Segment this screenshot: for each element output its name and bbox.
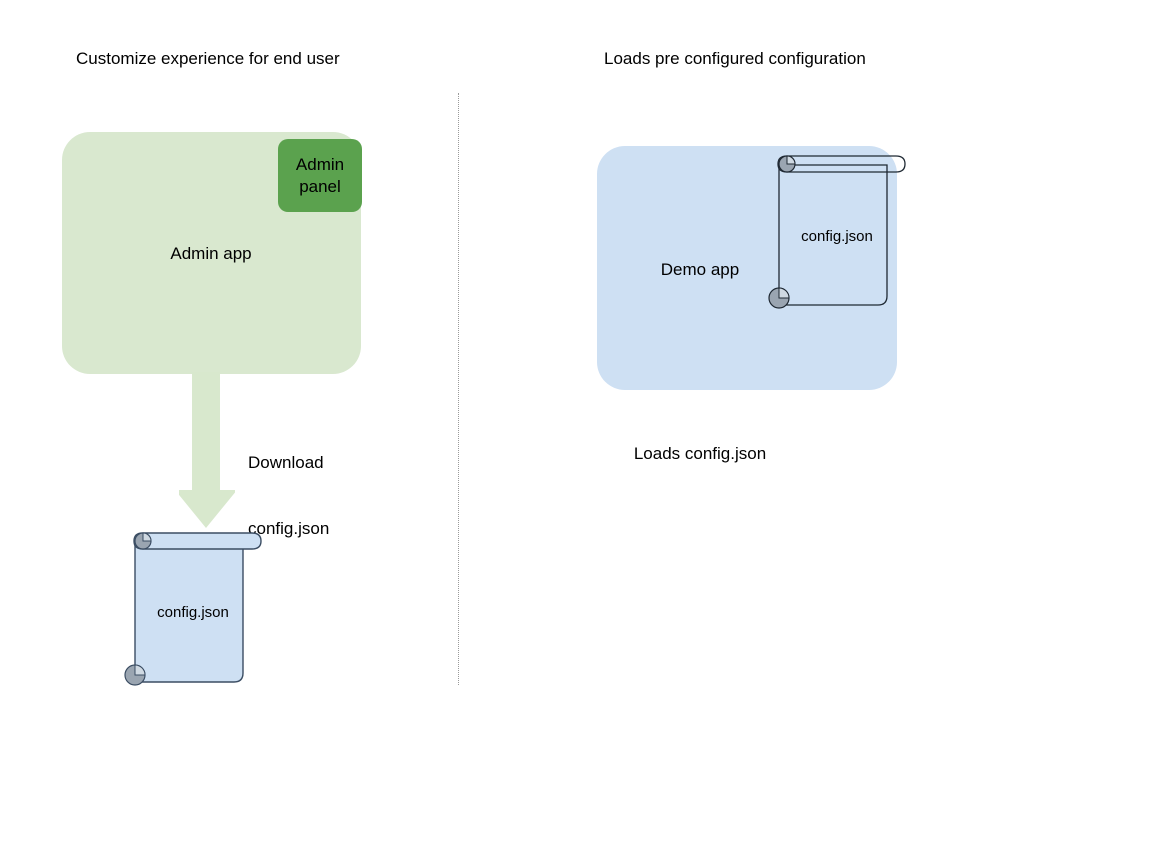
download-arrow-label-line1: Download	[248, 453, 324, 472]
column-title-left: Customize experience for end user	[76, 49, 340, 68]
scroll-body-right	[778, 164, 888, 306]
download-arrow	[175, 372, 237, 532]
column-title-right: Loads pre configured configuration	[604, 49, 866, 68]
scroll-top-roll-knob-highlight-right	[786, 155, 796, 165]
scroll-top-roll-knob-highlight-left	[142, 532, 152, 542]
admin-panel-badge-line1: Admin	[295, 154, 345, 174]
download-arrow-label: Download config.json	[248, 408, 329, 584]
vertical-divider	[458, 93, 459, 685]
admin-panel-badge-line2: panel	[299, 176, 341, 196]
scroll-body-left	[134, 541, 244, 683]
admin-panel-badge[interactable]: Admin panel	[278, 139, 362, 212]
loads-config-caption: Loads config.json	[633, 444, 767, 463]
config-json-label-left: config.json	[157, 604, 229, 621]
config-json-document-right[interactable]: config.json	[768, 153, 915, 318]
demo-app-panel[interactable]	[597, 146, 897, 390]
admin-panel-badge-text: Admin panel	[296, 154, 344, 198]
download-arrow-label-line2: config.json	[248, 519, 330, 538]
scroll-top-roll-right	[777, 155, 906, 173]
config-json-document-left[interactable]: config.json	[124, 530, 271, 695]
admin-app-label: Admin app	[170, 244, 252, 263]
demo-app-label: Demo app	[660, 260, 740, 279]
scroll-bottom-roll-highlight-left	[134, 664, 146, 676]
config-json-label-right: config.json	[801, 228, 873, 245]
download-arrow-shape	[175, 372, 237, 528]
scroll-top-roll-left	[133, 532, 262, 550]
scroll-bottom-roll-highlight-right	[778, 287, 790, 299]
